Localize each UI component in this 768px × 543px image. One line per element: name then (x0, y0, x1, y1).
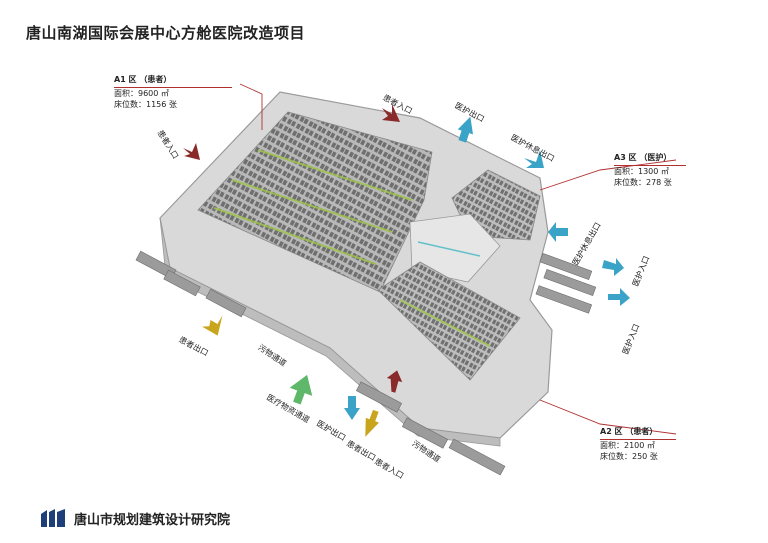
zone-a2-beds (377, 261, 521, 381)
patient-entry-arrows (183, 104, 403, 393)
zone-a1-label: A1 区 （患者） 面积：9600 ㎡ 床位数：1156 张 (114, 74, 232, 110)
patient-exit-arrows (202, 315, 379, 437)
container-units (135, 250, 597, 476)
zone-a1-beds (197, 111, 433, 293)
zone-a3-label: A3 区 （医护） 面积：1300 ㎡ 床位数：278 张 (614, 152, 686, 188)
zone-a3-area: 面积：1300 ㎡ (614, 167, 669, 176)
zone-a3-name: A3 区 （医护） (614, 153, 672, 162)
zone-a1-beds: 床位数：1156 张 (114, 100, 177, 109)
page-title: 唐山南湖国际会展中心方舱医院改造项目 (26, 24, 306, 42)
footer-org: 唐山市规划建筑设计研究院 (74, 512, 231, 528)
footer: 唐山市规划建筑设计研究院 (40, 508, 230, 528)
staff-arrows (344, 116, 630, 420)
zone-a3-beds: 床位数：278 张 (614, 178, 672, 187)
zone-a2-label: A2 区 （患者） 面积：2100 ㎡ 床位数：250 张 (600, 426, 676, 462)
zone-a2-area: 面积：2100 ㎡ (600, 441, 655, 450)
zone-a2-beds: 床位数：250 张 (600, 452, 658, 461)
zone-a1-area: 面积：9600 ㎡ (114, 89, 169, 98)
institute-logo-icon (41, 509, 65, 527)
central-service-block (409, 213, 501, 283)
zone-a2-name: A2 区 （患者） (600, 427, 658, 436)
supply-arrow (289, 374, 313, 405)
zone-a1-name: A1 区 （患者） (114, 75, 172, 84)
